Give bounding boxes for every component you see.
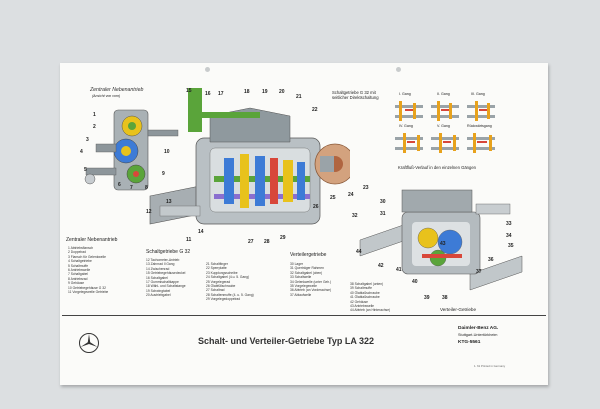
callout: 43 xyxy=(440,241,446,247)
callout: 27 xyxy=(248,239,254,245)
callout: 20 xyxy=(279,89,285,95)
company-name: Daimler-Benz AG. xyxy=(458,326,499,331)
callout: 22 xyxy=(312,107,318,113)
callout: 40 xyxy=(412,279,418,285)
gear-label: IV. Gang xyxy=(399,124,413,128)
kraftfluss-grid: I. Gang II. Gang III. Gang IV. Gang V. G… xyxy=(393,92,505,163)
section-title-verteiler: Verteiler-Getriebe xyxy=(440,307,477,312)
callout: 36 xyxy=(488,257,494,263)
callout: 17 xyxy=(218,91,224,97)
callout: 21 xyxy=(296,94,302,100)
footer-divider xyxy=(62,315,546,316)
callout: 26 xyxy=(313,204,319,210)
nebenantrieb-illustration xyxy=(84,109,179,191)
callout: 31 xyxy=(380,211,386,217)
company-city: Stuttgart-Untertürkheim xyxy=(458,333,498,337)
section-title-nebenantrieb: Zentraler Nebenantrieb xyxy=(90,87,144,93)
callout: 44 xyxy=(356,249,362,255)
callout: 4 xyxy=(80,149,83,155)
callout: 39 xyxy=(424,295,430,301)
callout: 3 xyxy=(86,137,89,143)
callout: 6 xyxy=(118,182,121,188)
callout: 18 xyxy=(244,89,250,95)
callout: 12 xyxy=(146,209,152,215)
callout: 8 xyxy=(145,185,148,191)
callout: 15 xyxy=(186,88,192,94)
legend-title-verteiler: Verteilergetriebe xyxy=(290,252,327,258)
callout: 13 xyxy=(166,199,172,205)
punch-hole xyxy=(396,67,401,72)
callout: 37 xyxy=(476,269,482,275)
callout: 5 xyxy=(84,167,87,173)
print-note: 1. 61 Printed in Germany xyxy=(474,364,506,368)
callout: 23 xyxy=(363,185,369,191)
kraftfluss-caption: Kraftfluß-Verlauf in den einzelnen Gänge… xyxy=(398,165,476,170)
callout: 1 xyxy=(93,112,96,118)
schaltgetriebe-illustration xyxy=(149,88,350,225)
section-title-schaltgetriebe: Schaltgetriebe G 32 mit seitlicher Direk… xyxy=(332,90,379,100)
gear-label: II. Gang xyxy=(437,92,450,96)
section-subtitle: (Ansicht von vorn) xyxy=(92,94,121,98)
callout: 34 xyxy=(506,233,512,239)
callout: 10 xyxy=(164,149,170,155)
gear-label: I. Gang xyxy=(399,92,411,96)
callout: 11 xyxy=(186,237,192,243)
callout: 38 xyxy=(442,295,448,301)
callout: 28 xyxy=(264,239,270,245)
callout: 30 xyxy=(380,199,386,205)
gear-label: III. Gang xyxy=(471,92,485,96)
callout: 35 xyxy=(508,243,514,249)
document-code: KTG-5561 xyxy=(458,340,481,345)
gear-label: V. Gang xyxy=(437,124,450,128)
legend-title-schalt: Schaltgetriebe G 32 xyxy=(146,249,191,255)
punch-hole xyxy=(205,67,210,72)
callout: 16 xyxy=(205,91,211,97)
legend-title-nebenantrieb: Zentraler Nebenantrieb xyxy=(66,237,118,243)
callout: 32 xyxy=(352,213,358,219)
callout: 29 xyxy=(280,235,286,241)
callout: 14 xyxy=(198,229,204,235)
callout: 19 xyxy=(262,89,268,95)
callout: 41 xyxy=(396,267,402,273)
callout: 7 xyxy=(130,185,133,191)
callout: 9 xyxy=(162,171,165,177)
callout: 25 xyxy=(330,195,336,201)
gear-flow-diagrams xyxy=(395,101,495,153)
callout: 2 xyxy=(93,124,96,130)
verteiler-illustration xyxy=(359,189,523,291)
mercedes-star-icon xyxy=(79,333,99,353)
sheet-title: Schalt- und Verteiler-Getriebe Typ LA 32… xyxy=(198,336,375,346)
callout: 24 xyxy=(348,192,354,198)
callout: 42 xyxy=(378,263,384,269)
callout: 33 xyxy=(506,221,512,227)
gear-label: Rückwärtsgang xyxy=(467,124,492,128)
